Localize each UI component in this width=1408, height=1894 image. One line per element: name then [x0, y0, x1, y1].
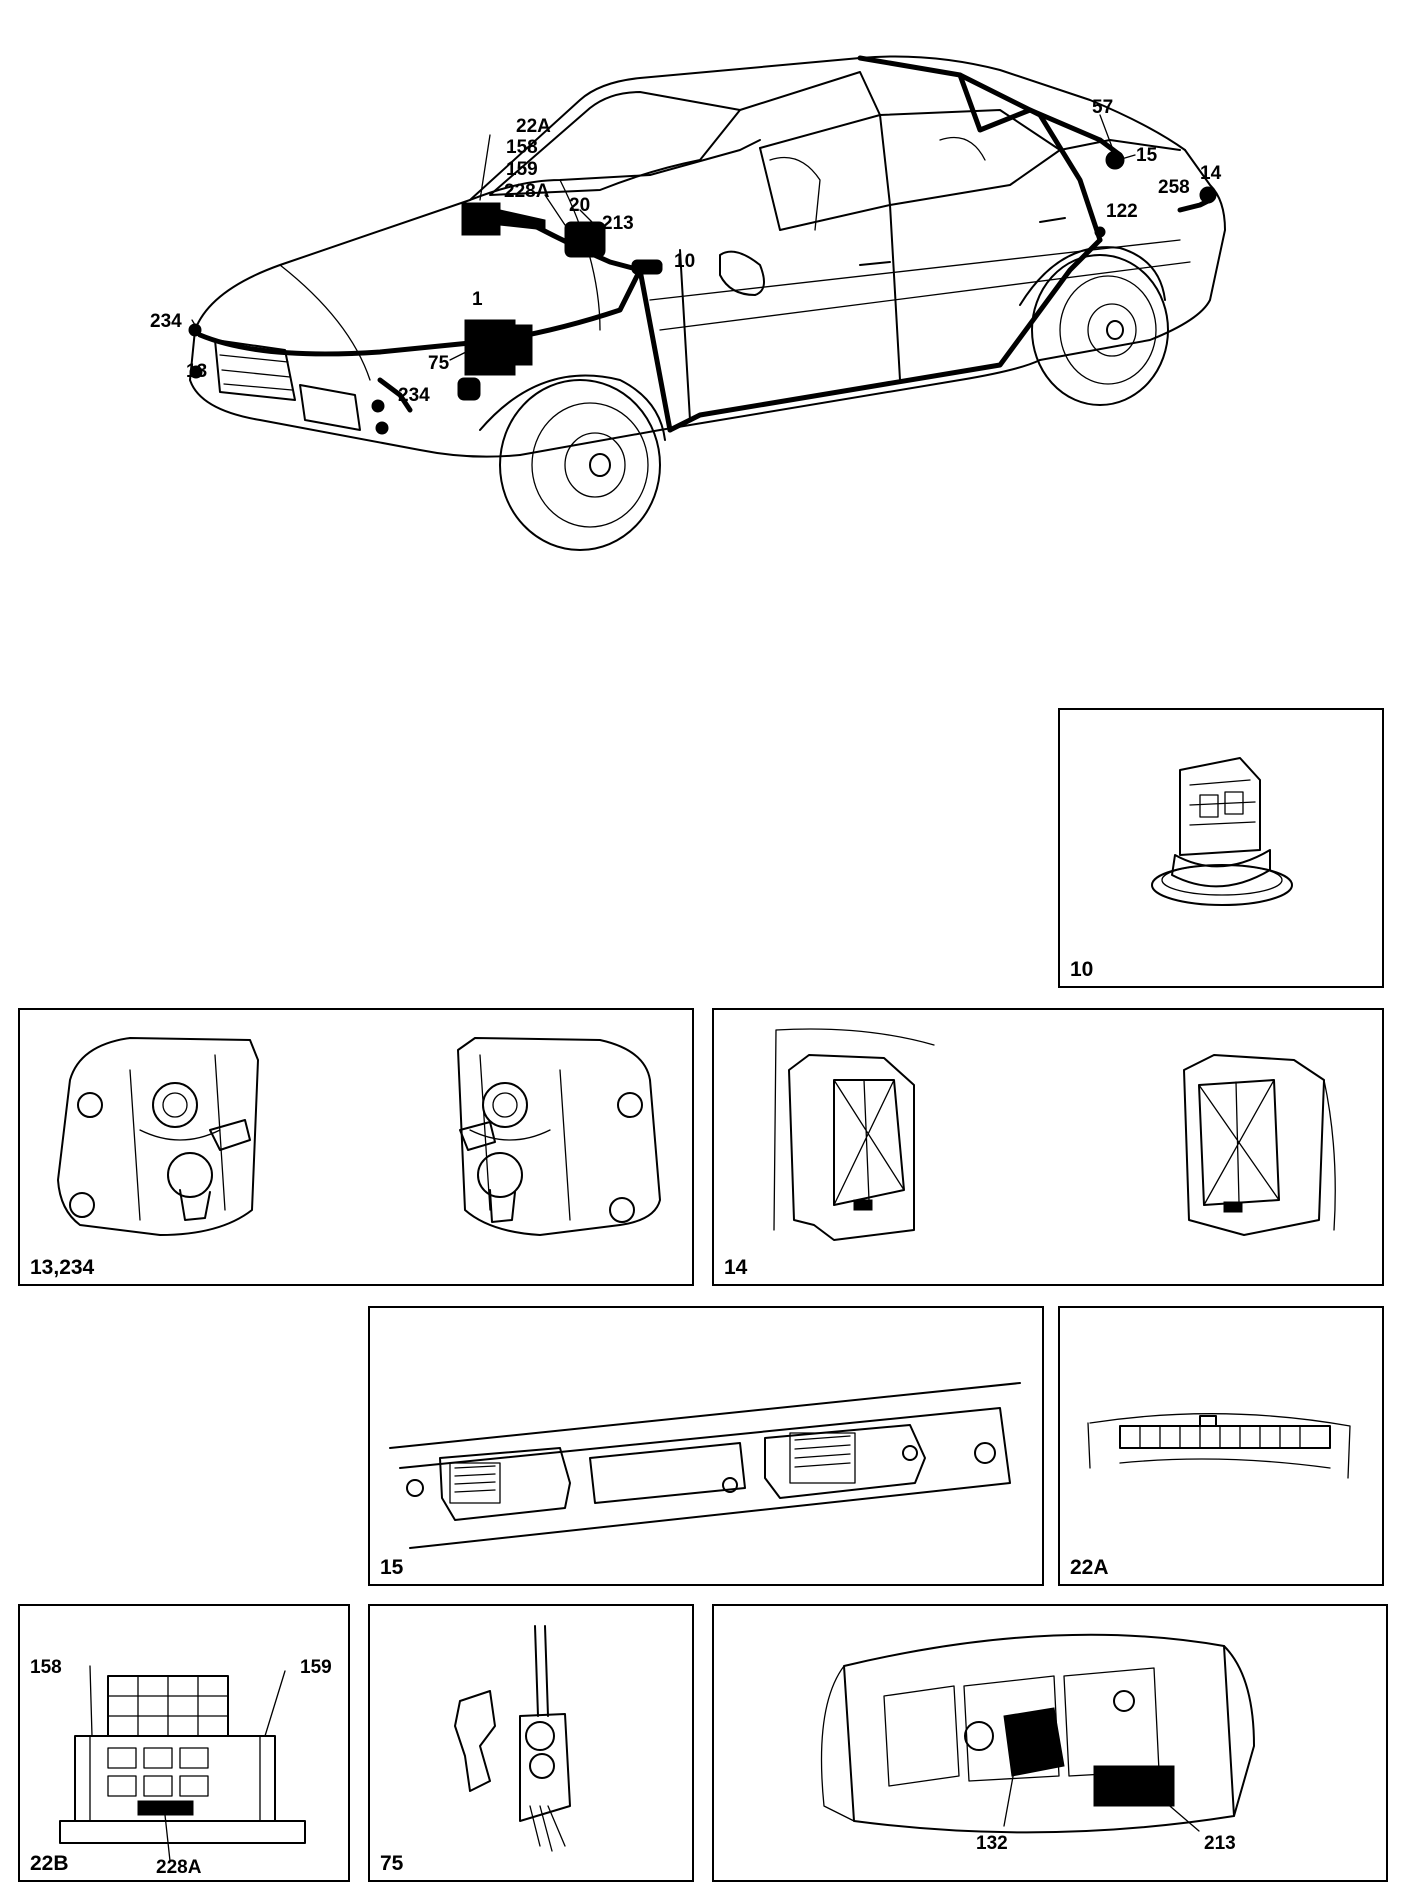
rear-lamp-units-drawing	[773, 1028, 1336, 1241]
callout-122: 122	[1106, 201, 1138, 222]
callout-22A: 22A	[516, 116, 551, 137]
car-drawing	[188, 55, 1226, 551]
callout-20: 20	[569, 195, 591, 216]
callout-15: 15	[1136, 145, 1158, 166]
panel-label: 14	[724, 1256, 748, 1279]
callout-228A: 228A	[504, 181, 550, 202]
panel-75: 75	[368, 1604, 694, 1882]
callout-75: 75	[428, 353, 450, 374]
panel-15: 15	[368, 1306, 1044, 1586]
callout-14: 14	[1200, 163, 1222, 184]
panel-instrument-cluster: 132 213	[712, 1604, 1388, 1882]
callout-228A: 228A	[156, 1857, 202, 1878]
callout-213: 213	[1204, 1833, 1236, 1854]
callout-234-lower: 234	[398, 385, 430, 406]
instrument-cluster-drawing	[820, 1633, 1255, 1834]
callout-132: 132	[976, 1833, 1008, 1854]
callout-258: 258	[1158, 177, 1190, 198]
number-plate-lamps-drawing	[389, 1382, 1021, 1549]
relay-socket-drawing	[1151, 757, 1293, 906]
callout-158: 158	[506, 137, 538, 158]
callout-234-upper: 234	[150, 311, 182, 332]
panel-10: 10	[1058, 708, 1384, 988]
panel-22A: 22A	[1058, 1306, 1384, 1586]
callout-57: 57	[1092, 97, 1114, 118]
callout-13: 13	[186, 361, 208, 382]
panel-14: 14	[712, 1008, 1384, 1286]
panel-label: 13,234	[30, 1256, 95, 1279]
lamp-housings-drawing	[57, 1037, 661, 1236]
panel-label: 22B	[30, 1852, 69, 1875]
panel-22B: 158 159 228A 22B	[18, 1604, 350, 1882]
callout-158: 158	[30, 1657, 62, 1678]
panel-label: 15	[380, 1556, 404, 1579]
callout-10: 10	[674, 251, 696, 272]
callout-1: 1	[472, 289, 483, 310]
panel-13-234: 13,234	[18, 1008, 694, 1286]
callout-159: 159	[506, 159, 538, 180]
panel-label: 75	[380, 1852, 404, 1875]
panel-label: 22A	[1070, 1556, 1109, 1579]
callout-213: 213	[602, 213, 634, 234]
relay-block-drawing	[59, 1665, 306, 1862]
panel-label: 10	[1070, 958, 1094, 981]
fuse-box-drawing	[1087, 1413, 1351, 1479]
car-diagram: 22A 158 159 228A 20 213 10 1 234 13 75 2…	[0, 0, 1408, 560]
sensor-bracket-drawing	[454, 1625, 571, 1852]
callout-159: 159	[300, 1657, 332, 1678]
